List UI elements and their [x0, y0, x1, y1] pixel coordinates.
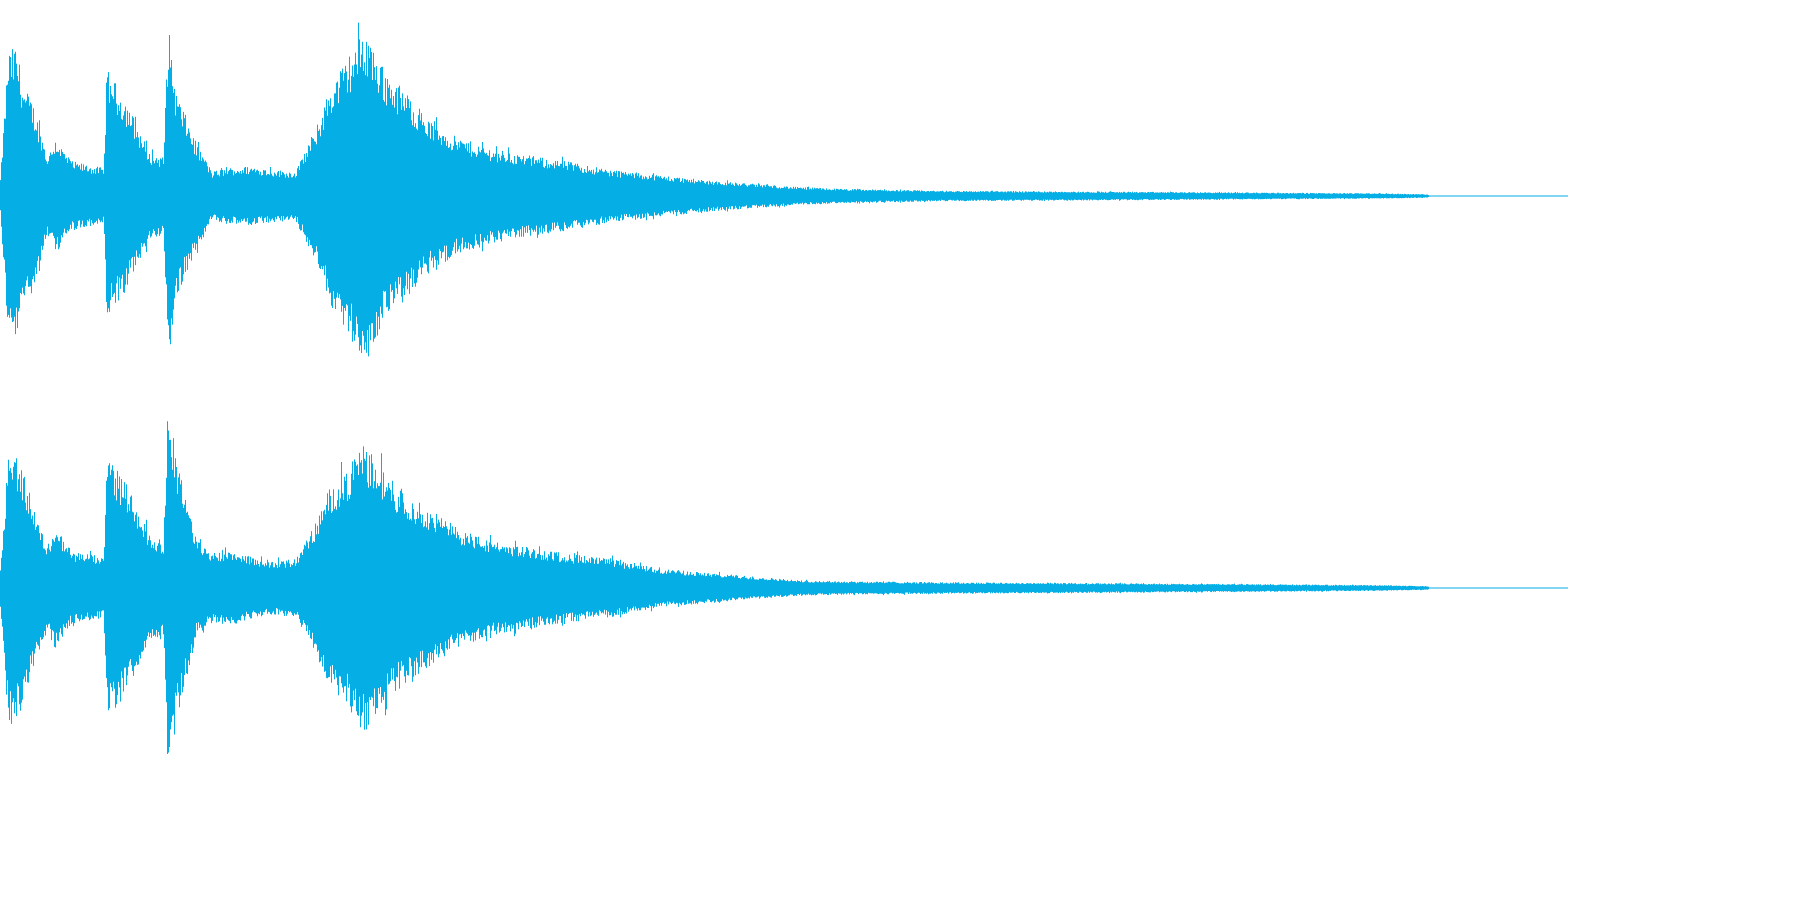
channel-2-track: [0, 421, 1568, 754]
channel-1-track: [0, 22, 1568, 357]
channel-1-waveform: [0, 22, 1430, 357]
waveform-view: [0, 0, 1568, 782]
channel-1-amplitude: [0, 22, 1430, 357]
waveform-background: [0, 0, 1568, 782]
channel-2-waveform: [0, 421, 1430, 754]
channel-2-amplitude: [0, 421, 1430, 754]
